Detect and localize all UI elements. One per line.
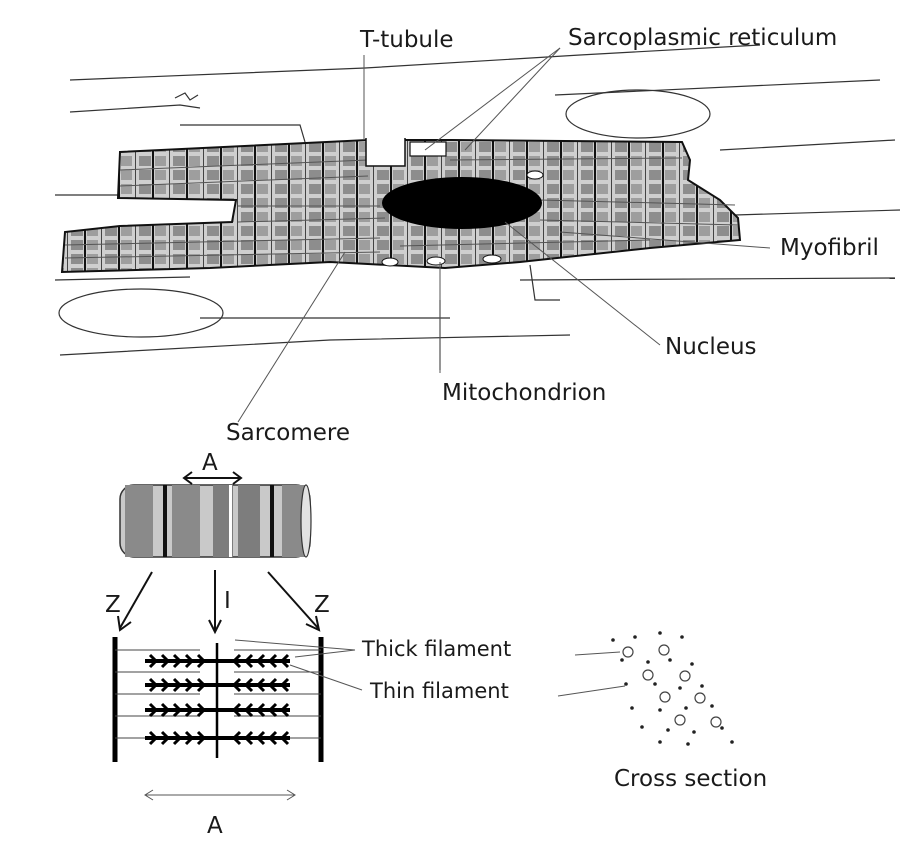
mitochondrion-structure [382,258,398,266]
label-thin-filament: Thin filament [369,679,509,703]
neighbor-cell-nucleus-right [566,90,710,138]
label-mitochondrion: Mitochondrion [442,380,606,406]
t-tubule-structure [366,138,405,166]
label-z-left: Z [105,592,121,618]
label-a-band-bottom: A [207,813,223,839]
mitochondrion-structure [427,257,445,265]
mitochondrion-structure [483,255,501,263]
mitochondrion-structure [527,171,543,179]
sarcomere-detail [115,637,321,762]
label-thick-filament: Thick filament [361,637,511,661]
label-t-tubule: T-tubule [359,27,454,53]
myofibril-segment [120,485,311,557]
label-a-band-top: A [202,450,218,476]
cross-section-pattern [611,631,734,746]
label-z-right: Z [314,592,330,618]
label-i-band: I [224,588,231,614]
label-nucleus: Nucleus [665,334,757,360]
sarcoplasmic-reticulum-structure [410,142,446,156]
label-sarcoplasmic-reticulum: Sarcoplasmic reticulum [568,25,837,51]
label-myofibril: Myofibril [780,235,879,261]
muscle-cell [62,138,740,272]
zoom-arrows [118,570,319,632]
label-cross-section: Cross section [614,766,767,792]
a-band-measure-bottom [145,790,295,800]
nucleus-structure [382,177,542,229]
neighbor-cell-nucleus-left [59,289,223,337]
label-sarcomere: Sarcomere [226,420,350,446]
